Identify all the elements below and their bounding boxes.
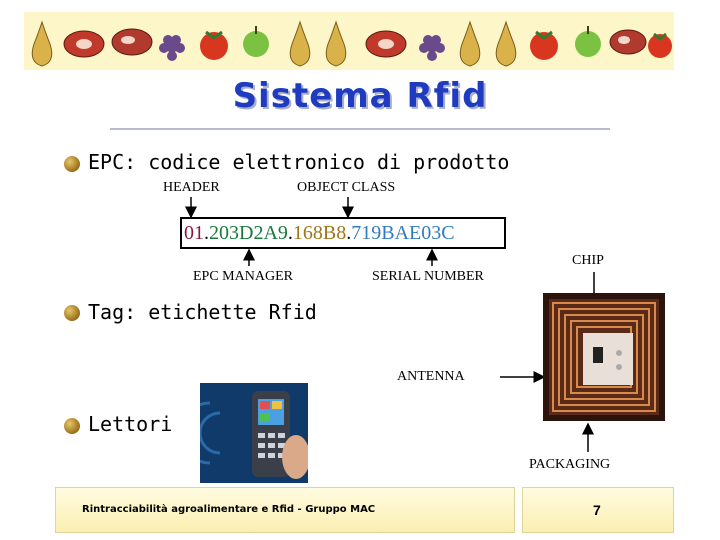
page-number: 7 (593, 502, 601, 518)
bullet-icon (64, 418, 80, 434)
title-divider (110, 128, 610, 130)
tomato-icon (648, 32, 672, 58)
grapes-icon (159, 35, 185, 61)
slide-title: Sistema Rfid (232, 76, 488, 116)
footer-bar: Rintracciabilità agroalimentare e Rfid -… (55, 487, 515, 533)
pear-icon (325, 20, 347, 67)
epc-dot: . (204, 222, 209, 244)
bullet-icon (64, 156, 80, 172)
grapes-icon (419, 35, 445, 61)
epc-dot: . (287, 222, 293, 244)
antenna-label: ANTENNA (397, 369, 465, 384)
tomato-icon (200, 30, 228, 60)
apple-icon (575, 26, 601, 57)
pear-icon (289, 20, 311, 67)
steak-icon (63, 30, 105, 58)
chip-label: CHIP (572, 253, 604, 268)
epc-manager-label: EPC MANAGER (193, 269, 293, 284)
rfid-reader-image (178, 383, 310, 483)
object-class-label: OBJECT CLASS (297, 180, 396, 195)
serial-number-label: SERIAL NUMBER (372, 269, 484, 284)
page-number-box: 7 (522, 487, 674, 533)
bullet-tag: Tag: etichette Rfid (88, 300, 317, 324)
header-label: HEADER (163, 180, 220, 195)
packaging-label: PACKAGING (529, 457, 611, 472)
rfid-tag-image (543, 293, 665, 421)
epc-object-part: 168B8 (292, 222, 347, 244)
apple-icon (243, 26, 269, 57)
decorative-food-banner (24, 12, 674, 70)
pear-icon (31, 20, 53, 67)
epc-dot: . (346, 222, 352, 244)
bullet-icon (64, 305, 80, 321)
pear-icon (459, 20, 481, 67)
epc-serial-part: 719BAE03C (351, 222, 455, 244)
steak-icon (609, 29, 647, 55)
steak-icon (365, 30, 407, 58)
epc-header-part: 01 (184, 222, 204, 244)
footer-text: Rintracciabilità agroalimentare e Rfid -… (82, 504, 376, 515)
epc-manager-part: 203D2A9 (209, 222, 288, 244)
tomato-icon (530, 30, 558, 60)
steak-icon (111, 28, 153, 56)
bullet-epc: EPC: codice elettronico di prodotto (88, 150, 510, 174)
pear-icon (495, 20, 517, 67)
bullet-readers: Lettori (88, 412, 173, 436)
